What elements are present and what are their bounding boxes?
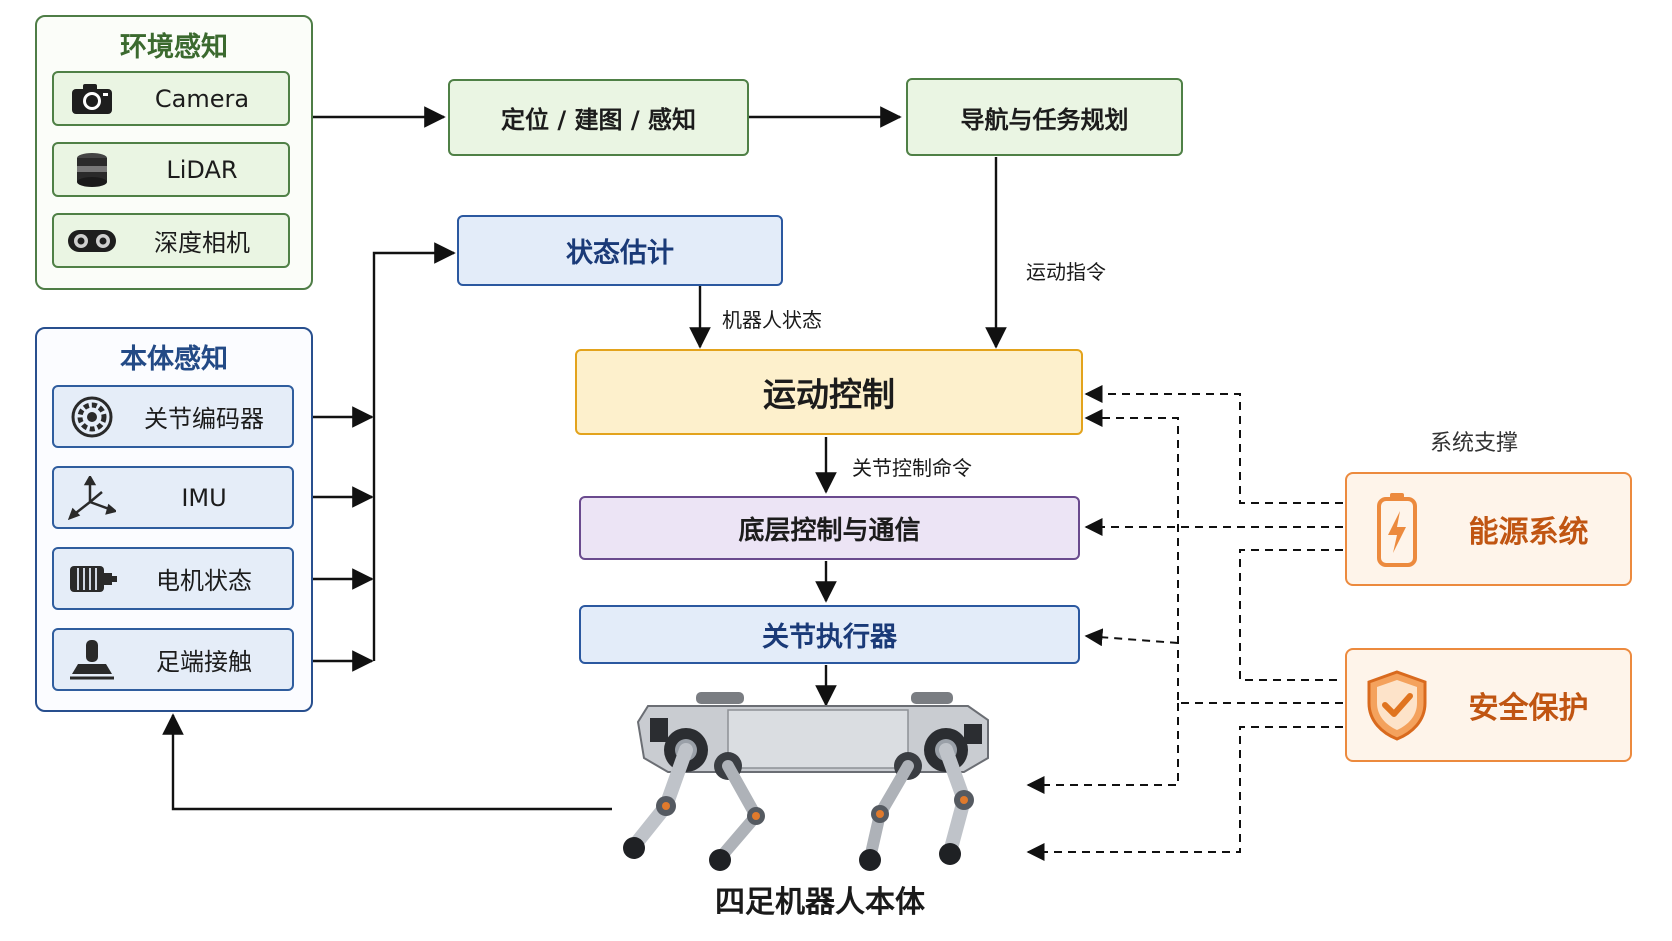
lidar-label: LiDAR (166, 155, 238, 184)
camera-item: Camera (52, 71, 290, 126)
arrow-robot-to-proprioception (162, 713, 612, 811)
energy-system-label: 能源系统 (1468, 515, 1589, 550)
joint-command-label: 关节控制命令 (852, 456, 972, 480)
lidar-icon (54, 152, 130, 188)
battery-icon (1347, 491, 1447, 567)
localization-mapping-box: 定位 / 建图 / 感知 (448, 79, 749, 156)
robot-state-label: 机器人状态 (722, 308, 822, 332)
foot-contact-icon (54, 638, 130, 682)
arrow-prop-to-state (372, 242, 456, 661)
foot-contact-item: 足端接触 (52, 628, 294, 691)
quadruped-robot-icon (608, 688, 1028, 876)
encoder-icon (54, 395, 130, 439)
motion-command-label: 运动指令 (1026, 260, 1106, 284)
foot-contact-label: 足端接触 (156, 648, 252, 676)
safety-protection-label: 安全保护 (1468, 691, 1589, 726)
system-support-title: 系统支撑 (1430, 431, 1519, 456)
motor-status-item: 电机状态 (52, 547, 294, 610)
motor-status-label: 电机状态 (156, 567, 252, 595)
camera-icon (54, 82, 130, 116)
navigation-planning-box: 导航与任务规划 (906, 78, 1183, 156)
robot-caption: 四足机器人本体 (715, 885, 925, 920)
imu-axes-icon (54, 475, 130, 520)
depth-camera-item: 深度相机 (52, 213, 290, 268)
depth-camera-icon (54, 228, 130, 254)
imu-label: IMU (181, 483, 227, 512)
camera-label: Camera (154, 84, 250, 113)
imu-item: IMU (52, 466, 294, 529)
safety-protection-box: 安全保护 (1345, 648, 1632, 762)
state-estimation-box: 状态估计 (457, 215, 783, 286)
energy-system-box: 能源系统 (1345, 472, 1632, 586)
motion-control-box: 运动控制 (575, 349, 1083, 435)
shield-check-icon (1347, 669, 1447, 741)
motor-icon (54, 560, 130, 598)
joint-encoder-item: 关节编码器 (52, 385, 294, 448)
joint-encoder-label: 关节编码器 (144, 405, 264, 433)
joint-actuator-box: 关节执行器 (579, 605, 1080, 664)
low-level-control-box: 底层控制与通信 (579, 496, 1080, 560)
environment-perception-title: 环境感知 (120, 32, 228, 63)
lidar-item: LiDAR (52, 142, 290, 197)
depth-camera-label: 深度相机 (154, 229, 250, 257)
proprioception-title: 本体感知 (120, 344, 228, 375)
